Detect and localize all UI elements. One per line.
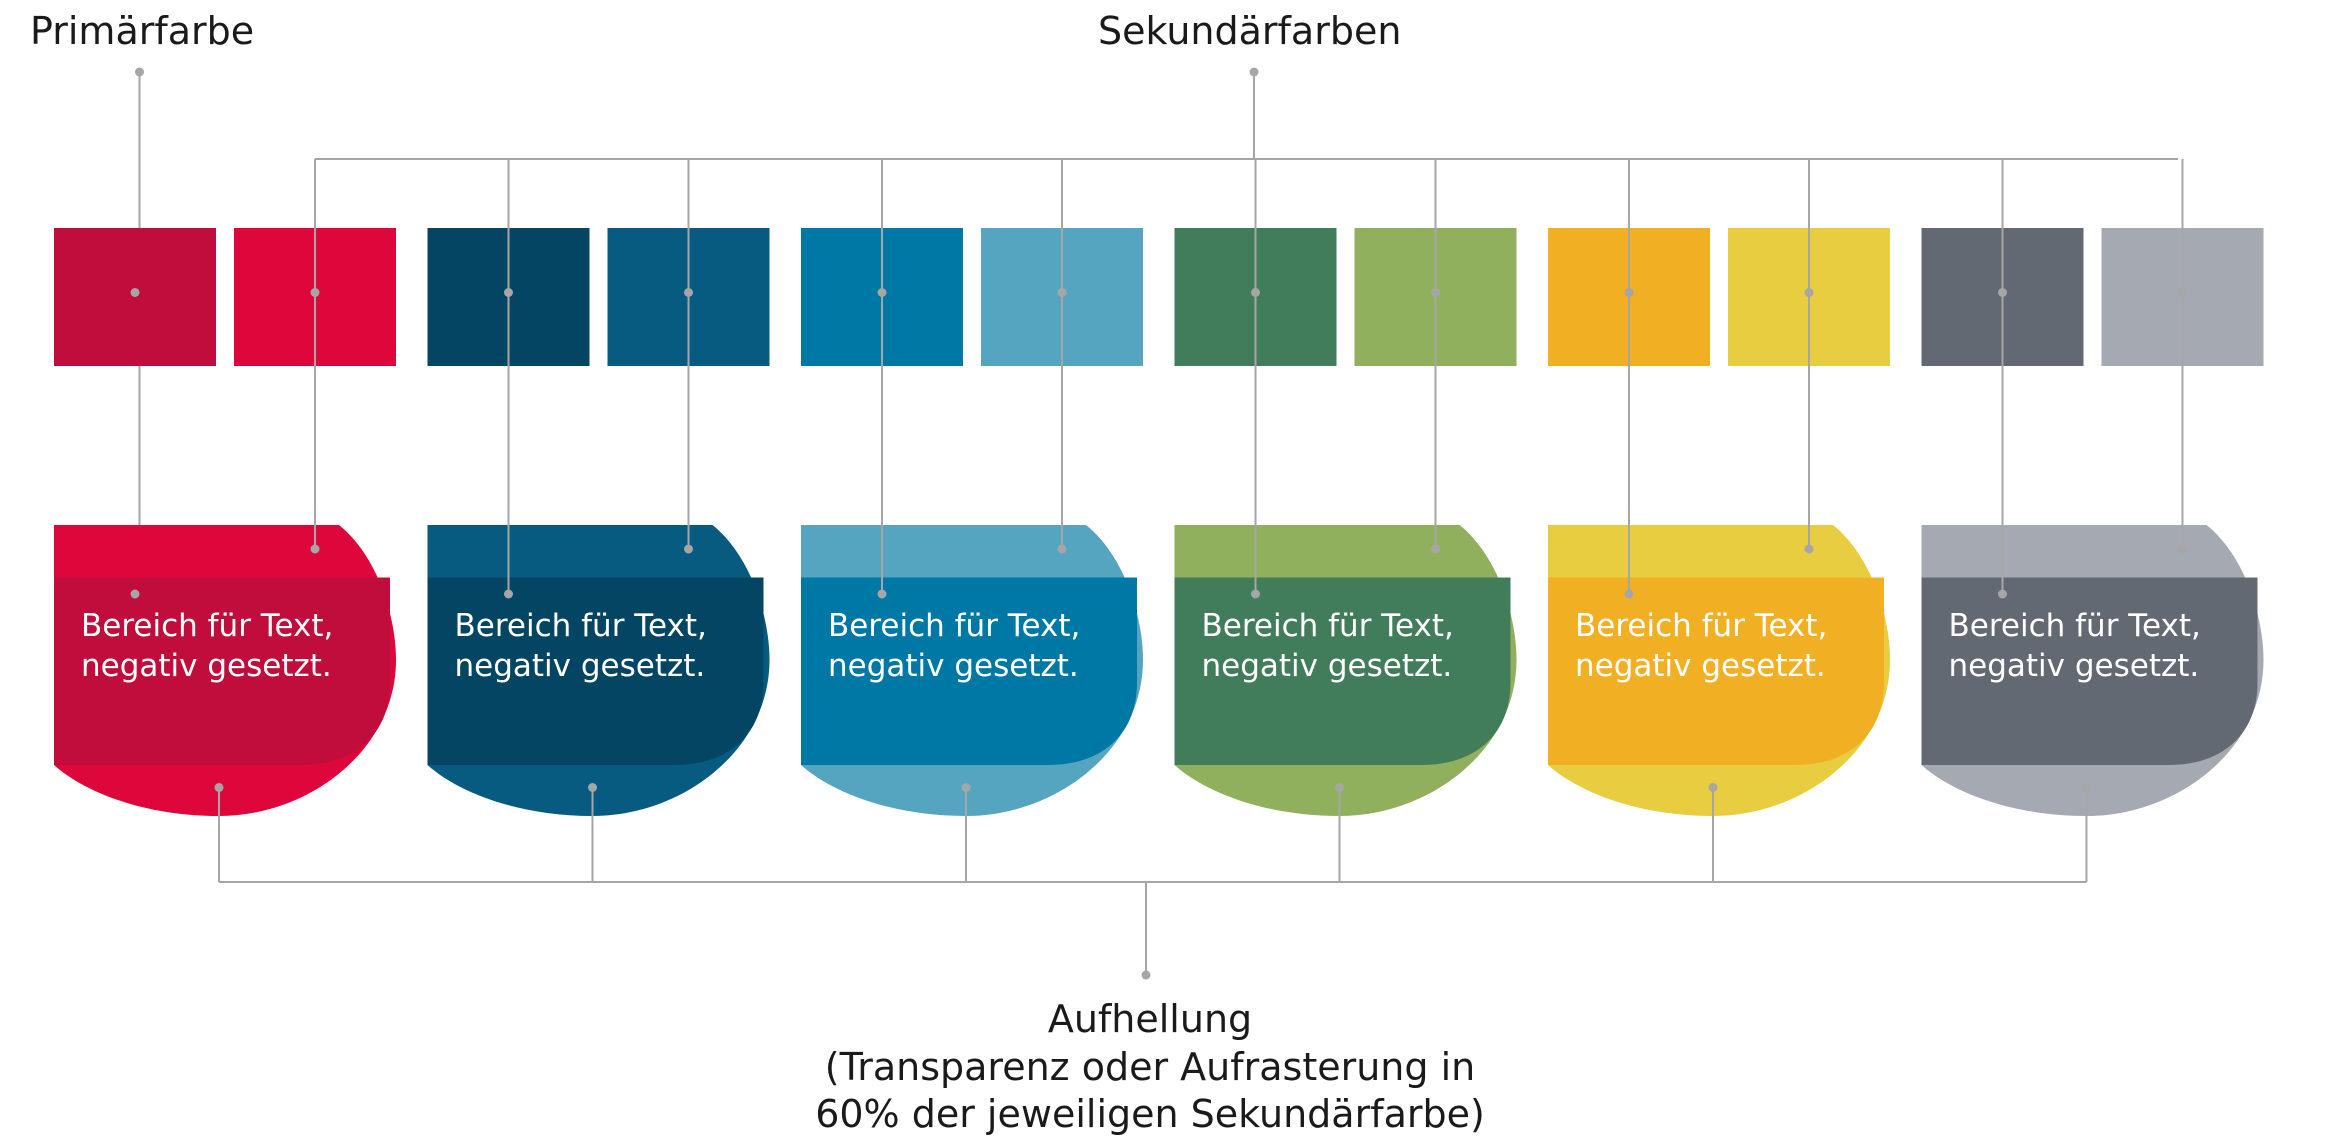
color-groups — [54, 228, 2264, 816]
tag-text-line: Bereich für Text, — [81, 608, 334, 644]
connector-dot — [1708, 783, 1718, 792]
secondary-colors-label: Sekundärfarben — [1098, 9, 1402, 53]
tag-dark — [427, 577, 764, 765]
tag-text-line: negativ gesetzt. — [828, 648, 1079, 684]
tag-text-line: Bereich für Text, — [828, 608, 1081, 644]
tag-text-red: Bereich für Text, negativ gesetzt. — [81, 606, 333, 686]
tag-text-green: Bereich für Text, negativ gesetzt. — [1202, 606, 1454, 686]
connector-dot — [1431, 544, 1440, 554]
connector-dot — [588, 783, 597, 792]
tag-text-blue: Bereich für Text, negativ gesetzt. — [828, 606, 1080, 686]
color-group-green — [1174, 228, 1517, 816]
connector-dot — [1804, 544, 1814, 554]
tag-dark — [801, 577, 1137, 765]
lightening-caption-line: Aufhellung — [1047, 997, 1253, 1041]
color-group-blue — [801, 228, 1143, 816]
connector-dot — [1057, 544, 1067, 554]
connector-dot — [684, 288, 693, 297]
tag-text-line: negativ gesetzt. — [81, 648, 332, 684]
tag-text-line: negativ gesetzt. — [454, 648, 706, 684]
connector-dot — [1624, 589, 1634, 599]
connector-dot — [1335, 783, 1344, 792]
connector-lines — [135, 67, 2178, 980]
connector-dot — [135, 67, 144, 77]
lightening-caption-line: 60% der jeweiligen Sekundärfarbe) — [815, 1092, 1485, 1136]
color-group-red — [54, 228, 396, 816]
lightening-caption: Aufhellung (Transparenz oder Aufrasterun… — [815, 996, 1485, 1139]
connector-dot — [877, 288, 887, 297]
tag-dark — [1174, 577, 1511, 765]
tag-text-line: Bereich für Text, — [1948, 608, 2201, 644]
tag-text-navy: Bereich für Text, negativ gesetzt. — [455, 606, 707, 686]
connector-dot — [1249, 67, 1259, 77]
connector-dot — [1624, 288, 1634, 297]
lightening-caption-line: (Transparenz oder Aufrasterung in — [824, 1044, 1476, 1089]
tag-text-line: Bereich für Text, — [454, 608, 707, 644]
tag-text-yellow: Bereich für Text, negativ gesetzt. — [1575, 606, 1827, 686]
connector-dot — [684, 544, 693, 554]
primary-color-label: Primärfarbe — [30, 9, 255, 53]
connector-dot — [130, 288, 140, 297]
color-group-gray — [1921, 228, 2264, 816]
tag-text-line: negativ gesetzt. — [1575, 648, 1826, 684]
color-group-navy — [427, 228, 770, 816]
connector-dot — [310, 544, 320, 554]
connector-dot — [877, 589, 887, 599]
tag-dark — [54, 577, 390, 765]
connector-dot — [504, 589, 513, 599]
tag-dark — [1548, 577, 1884, 765]
connector-dot — [1251, 589, 1260, 599]
tag-text-line: Bereich für Text, — [1575, 608, 1828, 644]
connector-dot — [504, 288, 513, 297]
connector-dot — [214, 783, 224, 792]
connector-overlay — [130, 159, 2187, 882]
tag-text-line: negativ gesetzt. — [1201, 648, 1453, 684]
color-group-yellow — [1548, 228, 1890, 816]
connector-dot — [1431, 288, 1440, 297]
connector-dot — [1998, 589, 2007, 599]
connector-dot — [1141, 970, 1151, 980]
connector-dot — [2082, 783, 2091, 792]
tag-text-line: Bereich für Text, — [1201, 608, 1454, 644]
connector-dot — [961, 783, 971, 792]
connector-dot — [130, 589, 140, 599]
connector-dot — [1251, 288, 1260, 297]
tag-dark — [1921, 577, 2258, 765]
connector-dot — [1998, 288, 2007, 297]
tag-text-gray: Bereich für Text, negativ gesetzt. — [1949, 606, 2201, 686]
connector-dot — [1804, 288, 1814, 297]
tag-text-line: negativ gesetzt. — [1948, 648, 2200, 684]
connector-dot — [1057, 288, 1067, 297]
connector-dot — [2178, 288, 2187, 297]
connector-dot — [310, 288, 320, 297]
connector-dot — [2178, 544, 2187, 554]
